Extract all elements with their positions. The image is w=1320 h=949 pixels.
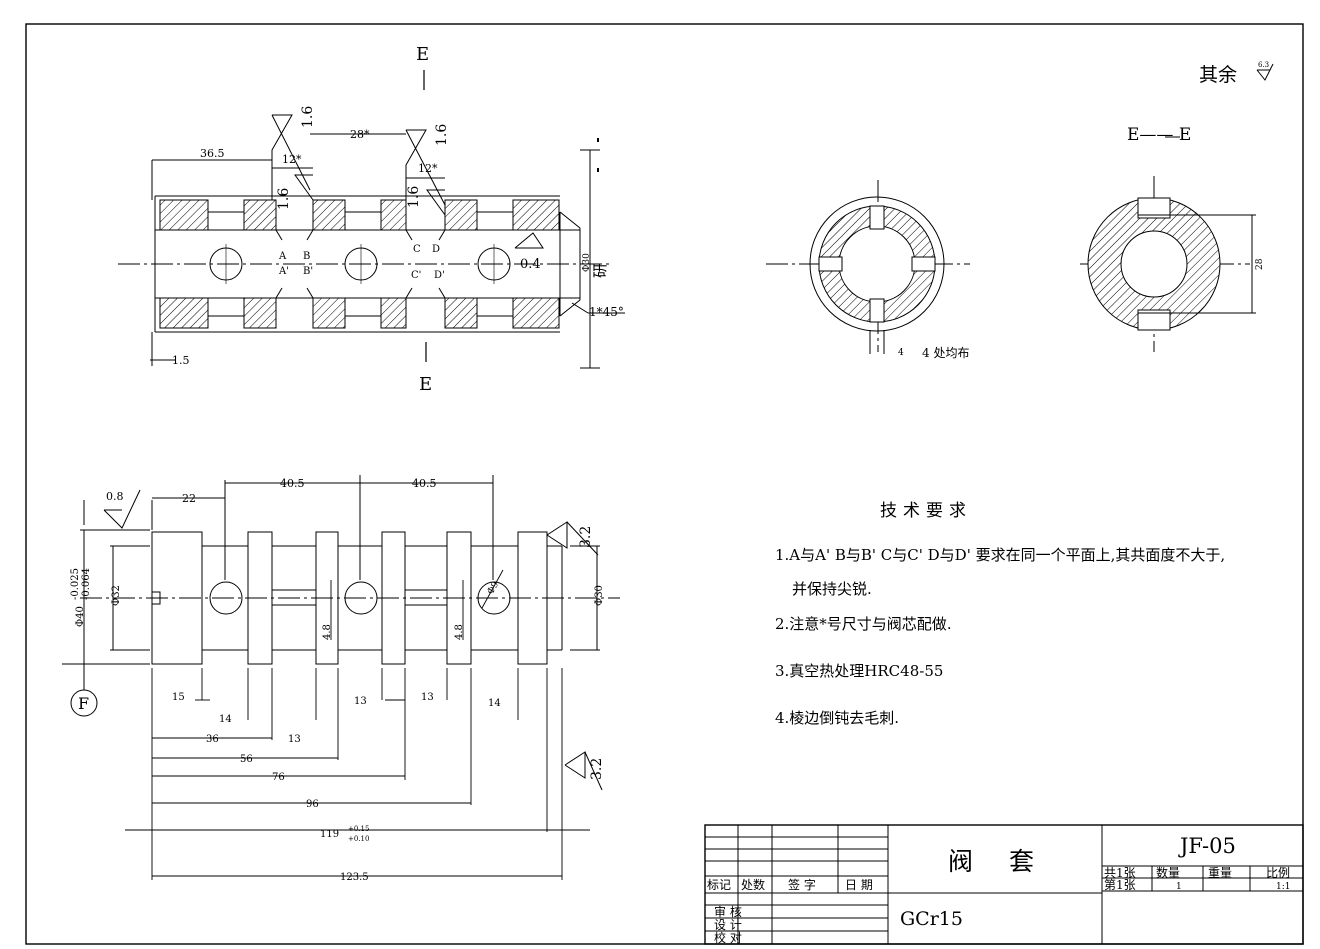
point-a: A [278, 251, 287, 262]
rough-1-6-b: 1.6 [434, 124, 450, 146]
dim-phi32: Φ32 [111, 585, 122, 606]
scale-value: 1:1 [1276, 882, 1290, 892]
label-design: 设 计 [714, 918, 742, 932]
scale-label: 比例 [1266, 866, 1290, 880]
qty-value: 1 [1176, 882, 1182, 892]
requirement-4: 4.棱边倒钝去毛刺. [775, 709, 900, 727]
point-a2: A' [278, 266, 289, 277]
dim-119-lower: +0.10 [348, 835, 369, 843]
dim-40-5-b: 40.5 [412, 477, 437, 490]
dim-1-5: 1.5 [172, 354, 190, 367]
dim-22: 22 [182, 492, 196, 505]
part-name: 阀套 [948, 847, 1071, 876]
dim-14-a: 14 [219, 714, 232, 725]
requirement-1: 1.A与A' B与B' C与C' D与D' 要求在同一个平面上,其共面度不大于, [775, 546, 1226, 564]
dim-phi30-bottom: Φ30 [594, 585, 605, 606]
dim-119: 119 [320, 829, 339, 840]
slot-width-4: 4 [898, 348, 904, 358]
dim-13-c: 13 [288, 734, 301, 745]
dim-4-8-a: 4.8 [322, 624, 333, 640]
bottom-external-view: 0.8 22 40.5 40.5 -0.025 -0.064 Φ40 Φ32 Φ… [62, 475, 620, 883]
dim-14-b: 14 [488, 698, 501, 709]
rough-1-6-d: 1.6 [406, 186, 422, 208]
rough-1-6-c: 1.6 [276, 188, 292, 210]
tolerance-upper: -0.025 [70, 568, 81, 600]
requirement-2: 2.注意*号尺寸与阀芯配做. [775, 615, 952, 633]
dim-12-b: 12* [418, 162, 438, 175]
weight-label: 重量 [1208, 866, 1232, 880]
rough-0-8: 0.8 [106, 490, 124, 503]
sheet-number: 第1张 [1104, 878, 1136, 892]
point-c: C [413, 244, 421, 255]
top-section-view: 36.5 28* 12* 12* 1.6 1.6 1.6 1.6 0.4 1.5… [118, 44, 625, 395]
requirements-title: 技术要求 [880, 501, 972, 521]
rough-1-6-a: 1.6 [300, 106, 316, 128]
dim-15: 15 [172, 692, 185, 703]
dim-36: 36 [206, 734, 219, 745]
rough-3-2-b: 3.2 [589, 758, 605, 780]
section-marker-top: E [416, 44, 429, 65]
dim-4-8-b: 4.8 [454, 624, 465, 640]
rough-3-2-a: 3.2 [578, 526, 594, 548]
drawing-border [25, 23, 1304, 945]
section-marker-bottom: E [419, 374, 432, 395]
point-d: D [432, 244, 440, 255]
dim-phi30-top: Φ30 [582, 253, 592, 272]
dim-36-5: 36.5 [200, 147, 225, 160]
dim-28-section: 28 [1255, 258, 1265, 270]
header-date: 日 期 [845, 878, 873, 892]
drawing-number: JF-05 [1180, 834, 1236, 858]
point-b2: B' [303, 266, 313, 277]
section-title: E—— E [1127, 125, 1191, 145]
label-check: 校 对 [714, 930, 742, 945]
sheets-total: 共1张 [1104, 866, 1136, 880]
requirement-3: 3.真空热处理HRC48-55 [775, 662, 944, 680]
header-sign: 签 字 [788, 877, 816, 892]
dim-40-5-a: 40.5 [280, 477, 305, 490]
default-roughness-note: 其余 [1199, 60, 1237, 87]
dim-56: 56 [240, 754, 253, 765]
dim-123-5: 123.5 [340, 872, 369, 883]
datum-label: F [78, 694, 89, 713]
dim-119-upper: +0.15 [348, 825, 369, 833]
grind-note: 研 [591, 263, 609, 278]
evenly-note: 4 处均布 [922, 346, 969, 360]
chamfer-label: 1*45° [589, 305, 624, 319]
material: GCr15 [900, 908, 963, 930]
label-review: 审 核 [714, 904, 742, 919]
requirement-1-cont: 并保持尖锐. [792, 580, 872, 598]
default-roughness-prefix: 其余 [1199, 64, 1238, 86]
rough-6-3: 6.3 [1258, 61, 1269, 69]
title-block: 标记 处数 签 字 日 期 审 核 设 计 校 对 共1张 第1张 数量 重量 … [704, 824, 1304, 945]
dim-96: 96 [306, 799, 319, 810]
dim-13-a: 13 [354, 696, 367, 707]
dim-phi40: Φ40 [75, 606, 86, 627]
dim-28: 28* [350, 128, 370, 141]
dim-12-a: 12* [282, 153, 302, 166]
qty-label: 数量 [1156, 865, 1180, 880]
dim-76: 76 [272, 772, 285, 783]
point-b: B [303, 251, 310, 262]
header-count: 处数 [741, 877, 765, 892]
point-c2: C' [411, 270, 421, 281]
tolerance-lower: -0.064 [81, 568, 92, 600]
header-mark: 标记 [707, 878, 731, 892]
dim-13-b: 13 [421, 692, 434, 703]
section-e-views: E—— E 4 4 处均布 28 6.3 [766, 61, 1274, 360]
rough-0-4: 0.4 [520, 257, 541, 272]
point-d2: D' [434, 270, 445, 281]
